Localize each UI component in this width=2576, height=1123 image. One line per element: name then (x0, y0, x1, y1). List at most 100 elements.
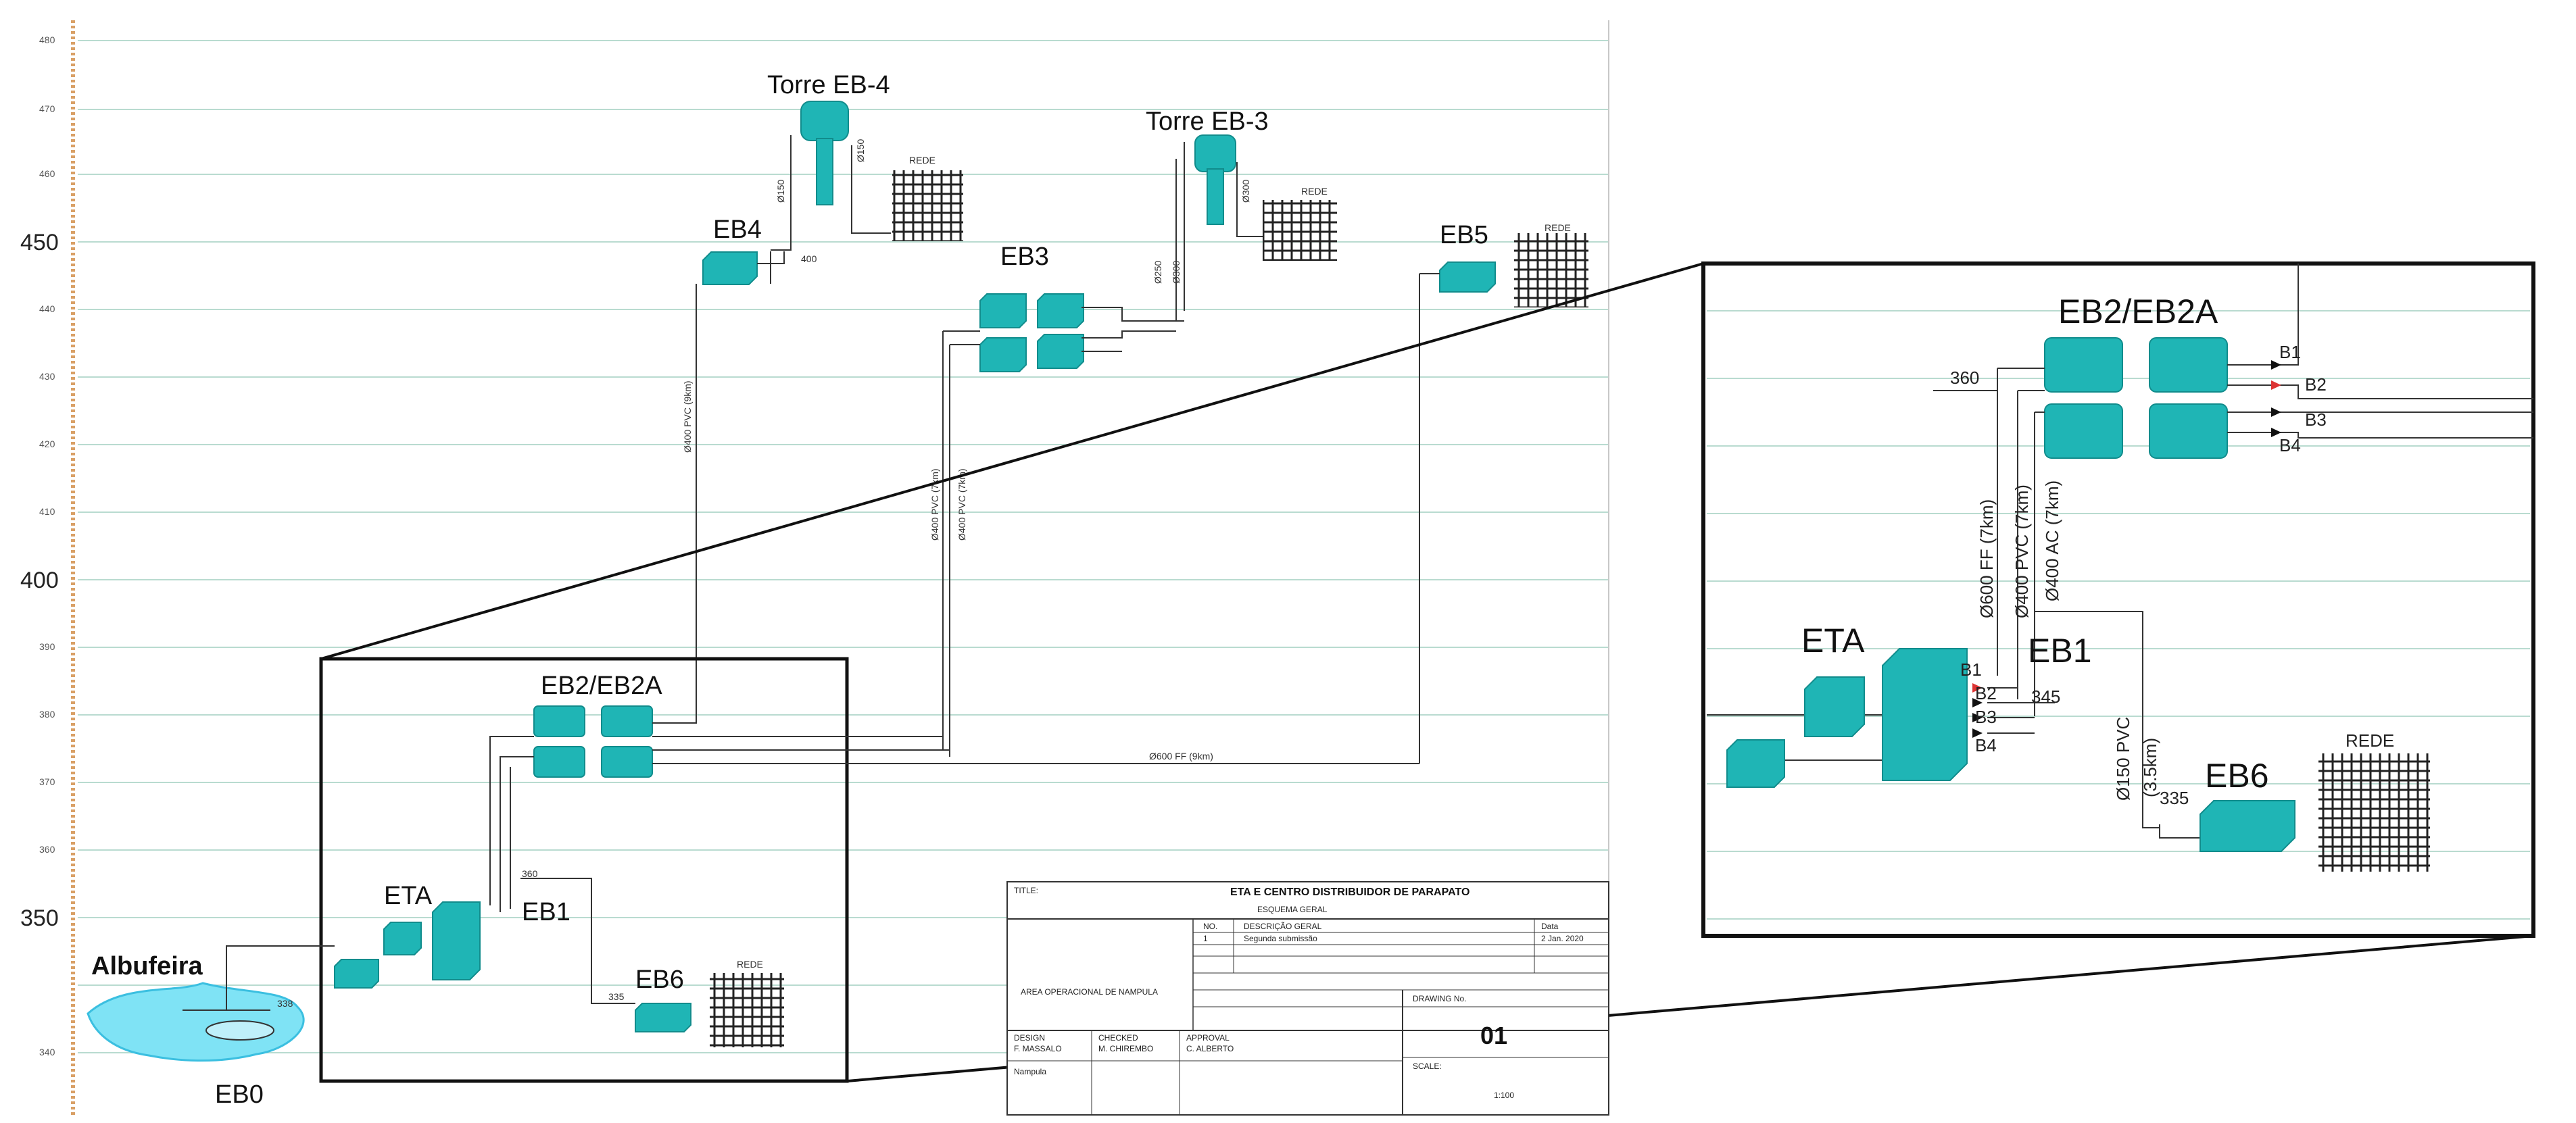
elev-440: 440 (39, 303, 55, 314)
elev-430: 430 (39, 371, 55, 382)
torre-eb4-tank (800, 101, 849, 141)
rede-eb4-label: REDE (909, 155, 935, 166)
zoom-level-345: 345 (2031, 687, 2060, 707)
eta-filter (334, 959, 379, 989)
eb3-station: EB3 Ø400 PVC (7km) Ø400 PVC (7km) (929, 243, 1184, 757)
checked-name: M. CHIREMBO (1098, 1044, 1153, 1053)
eb5-label: EB5 (1440, 221, 1488, 249)
zoom-eb2-tank-2 (2149, 337, 2228, 393)
eb1-label: EB1 (522, 898, 570, 926)
design-name: F. MASSALO (1014, 1044, 1062, 1053)
torre-eb4-label: Torre EB-4 (767, 71, 890, 99)
eb4-level: 400 (801, 253, 817, 264)
zoom-pipe-400ac: Ø400 AC (7km) (2042, 480, 2062, 601)
torre-eb4: Torre EB-4 Ø150 Ø150 REDE (767, 71, 963, 251)
eb6-label: EB6 (635, 966, 684, 994)
zoom-eta-tank-main (1882, 648, 1968, 781)
pipe-torre4-a: Ø150 (775, 180, 786, 203)
zoom-outlet-b4-left: B4 (1975, 735, 1997, 755)
zoom-eta-filter (1726, 739, 1785, 788)
torre-eb3: Torre EB-3 Ø250 Ø300 Ø300 REDE (1146, 107, 1337, 321)
eb4-station: EB4 400 Ø400 PVC (9km) (682, 216, 817, 682)
zoom-eta-label: ETA (1801, 622, 1865, 659)
eb1-station: EB1 360 (520, 868, 635, 1004)
elev-420: 420 (39, 439, 55, 449)
albufeira-water (87, 982, 305, 1062)
torre-eb3-tank (1194, 134, 1236, 172)
eb3-tank-1 (979, 293, 1027, 328)
eb5-station: EB5 REDE (1419, 221, 1588, 764)
rede-eb3-mesh (1263, 200, 1337, 261)
pipe-eb3-main-b: Ø400 PVC (7km) (956, 468, 967, 541)
pipe-eb4-main: Ø400 PVC (9km) (682, 380, 693, 453)
zoom-rede-mesh (2318, 753, 2430, 872)
zoom-level-335: 335 (2160, 788, 2189, 808)
col-no: NO. (1203, 922, 1217, 931)
eb0-level: 338 (277, 998, 293, 1009)
zoom-outlet-b1-right: B1 (2279, 342, 2301, 362)
zoom-eta-tank-small (1804, 676, 1865, 737)
zoom-outlet-b2-left: B2 (1975, 683, 1997, 703)
zoom-inset-frame (1701, 261, 2535, 938)
pipe-torre4-b: Ø150 (855, 139, 866, 162)
eb1-level-360: 360 (522, 868, 538, 879)
eb3-tank-4 (1037, 334, 1084, 369)
rede-eb3-label: REDE (1301, 186, 1328, 197)
zoom-selection-frame (319, 657, 849, 1083)
pipe-torre3-c: Ø300 (1240, 180, 1251, 203)
zoom-outlet-arrows (1972, 360, 2281, 738)
elev-470: 470 (39, 103, 55, 114)
title-block: TITLE: ETA E CENTRO DISTRIBUIDOR DE PARA… (1006, 881, 1609, 1116)
rede-eb6-label: REDE (737, 959, 763, 970)
zoom-eb1-label: EB1 (2028, 632, 2092, 670)
elev-400: 400 (20, 568, 59, 593)
zoom-rede-label: REDE (2346, 730, 2394, 751)
eb2-station: EB2/EB2A Ø600 FF (9km) (489, 672, 1419, 912)
rede-eb4-mesh (892, 170, 963, 241)
title-text: ETA E CENTRO DISTRIBUIDOR DE PARAPATO (1230, 887, 1469, 898)
rede-eb5-mesh (1514, 233, 1588, 307)
elev-410: 410 (39, 506, 55, 517)
elev-380: 380 (39, 709, 55, 720)
zoom-outlet-b4-right: B4 (2279, 435, 2301, 455)
city-text: Nampula (1014, 1067, 1046, 1076)
zoom-eb6-label: EB6 (2205, 757, 2269, 795)
eta-tank-small (383, 922, 422, 955)
approval-name: C. ALBERTO (1186, 1044, 1234, 1053)
drawing-label: DRAWING No. (1413, 994, 1467, 1003)
eta-station: ETA (334, 882, 481, 989)
col-date: Data (1541, 922, 1559, 931)
zoom-outlet-b1-left: B1 (1960, 659, 1982, 680)
zoom-eb2-tank-3 (2044, 403, 2123, 459)
eb0-pontoon (205, 1020, 274, 1041)
eb2-tank-1 (533, 705, 585, 737)
zoom-outlet-b2-right: B2 (2305, 374, 2327, 395)
eb4-tank (702, 251, 758, 285)
zoom-pipe-150-len: (3.5km) (2140, 738, 2160, 797)
zoom-pipe-600: Ø600 FF (7km) (1976, 499, 1997, 618)
design-label: DESIGN (1014, 1033, 1045, 1043)
elev-480: 480 (39, 34, 55, 45)
eb6-level: 335 (608, 991, 625, 1002)
eta-tank-main (432, 901, 481, 980)
drawing-no: 01 (1480, 1022, 1507, 1049)
torre-eb3-shaft (1207, 168, 1224, 225)
zoom-level-360: 360 (1950, 368, 1979, 388)
elev-350: 350 (20, 905, 59, 931)
rede-eb6-mesh (710, 973, 784, 1047)
elev-390: 390 (39, 641, 55, 652)
albufeira-label: Albufeira (91, 952, 203, 980)
zoom-pipe-150: Ø150 PVC (2113, 717, 2133, 801)
eb2-label: EB2/EB2A (541, 672, 662, 700)
scale-value: 1:100 (1494, 1091, 1514, 1100)
torre-eb4-shaft (816, 138, 833, 205)
area-text: AREA OPERACIONAL DE NAMPULA (1021, 987, 1158, 997)
eb0-label: EB0 (215, 1080, 264, 1109)
rev-desc: Segunda submissão (1244, 934, 1317, 943)
elev-370: 370 (39, 776, 55, 787)
eb3-tank-3 (979, 337, 1027, 372)
eb6-tank (635, 1003, 691, 1032)
eta-label: ETA (384, 882, 433, 910)
elev-460: 460 (39, 168, 55, 179)
zoom-eb6-tank (2200, 800, 2295, 852)
